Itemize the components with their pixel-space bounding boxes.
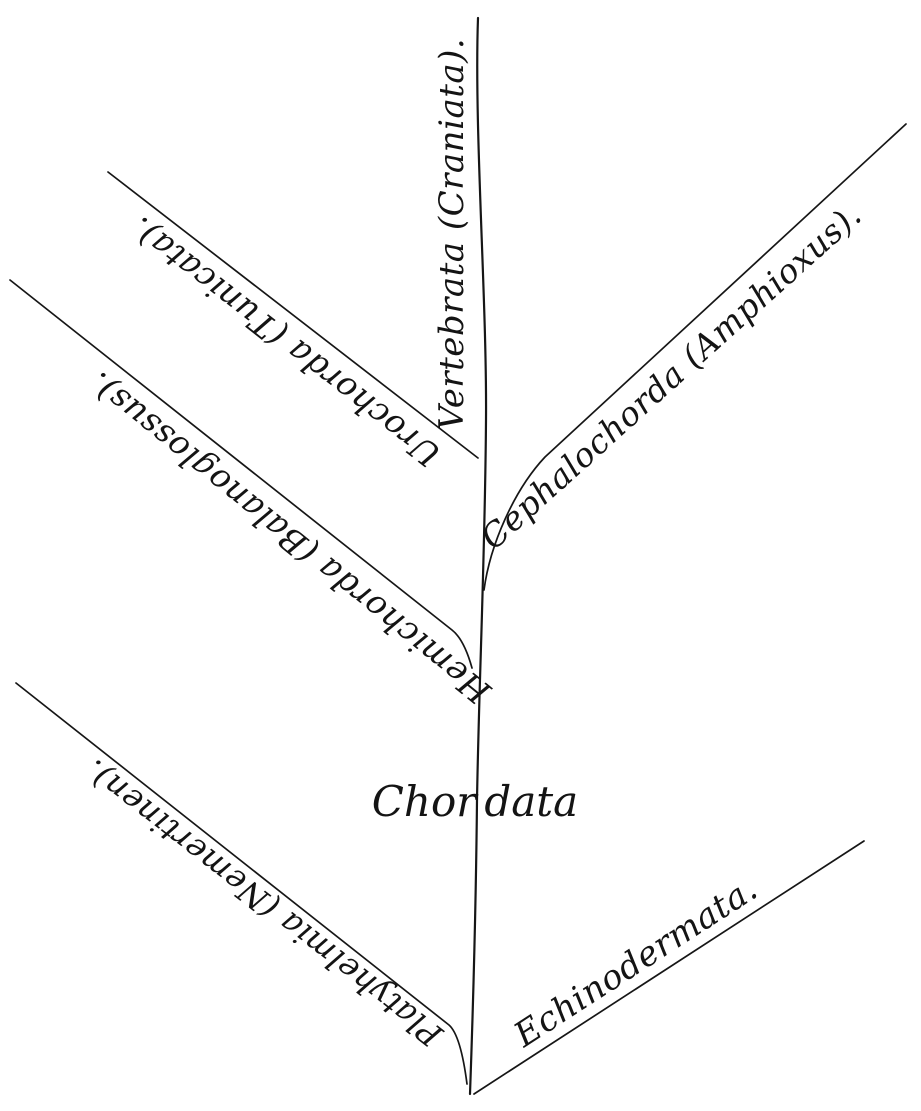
hemichorda-branch-line — [9, 279, 473, 669]
root-label-chordata-right-part: data — [484, 777, 579, 826]
platyhelmia-branch-line — [15, 682, 468, 1085]
echinodermata-branch-line — [473, 840, 865, 1095]
cephalochorda-branch-line — [483, 123, 907, 591]
root-label-chordata: Chor data — [372, 781, 578, 823]
trunk-line — [468, 16, 488, 1096]
branch-label-vertebrata: Vertebrata (Craniata). — [432, 37, 472, 431]
root-label-chordata-left-part: Chor — [371, 777, 477, 826]
urochorda-branch-line — [107, 171, 479, 459]
